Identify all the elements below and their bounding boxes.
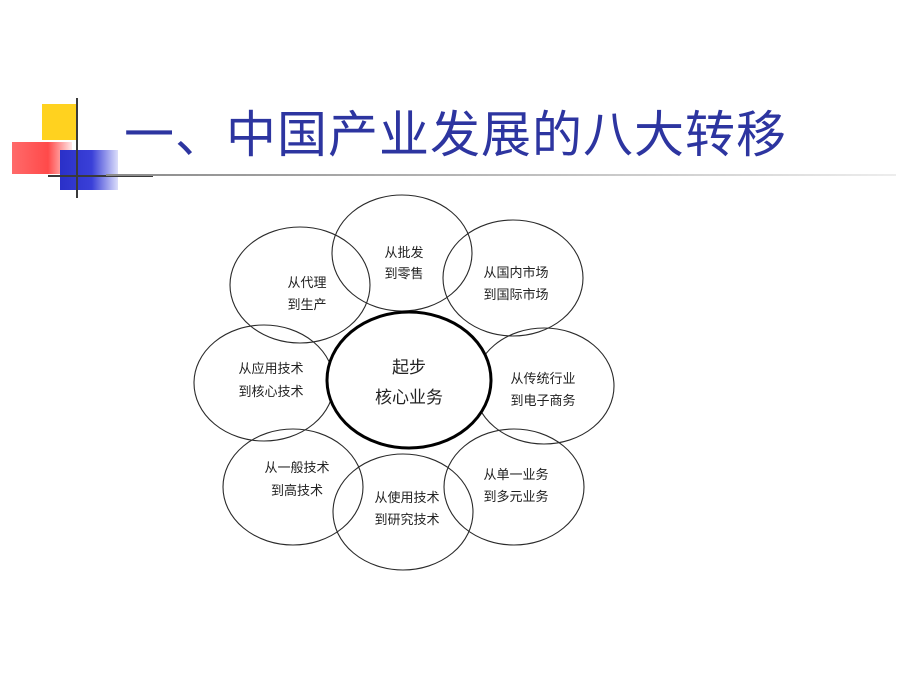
decor-vertical-line: [76, 98, 78, 198]
petal-line1-applied-to-core: 从应用技术: [238, 361, 303, 377]
petal-line1-general-to-high: 从一般技术: [264, 460, 329, 476]
petal-line1-wholesale-to-retail: 从批发: [384, 245, 423, 261]
petal-line2-single-to-multi: 到多元业务: [483, 489, 548, 505]
petal-line1-traditional-to-ecommerce: 从传统行业: [510, 372, 575, 387]
title-underline: [106, 174, 896, 176]
page-title: 一、中国产业发展的八大转移: [124, 106, 787, 164]
petal-line1-single-to-multi: 从单一业务: [483, 467, 548, 483]
petal-circle-use-to-research: [332, 453, 474, 571]
center-line1: 起步: [392, 358, 426, 378]
petal-line2-domestic-to-international: 到国际市场: [483, 287, 548, 303]
petal-line2-use-to-research: 到研究技术: [374, 513, 439, 528]
petal-line1-domestic-to-international: 从国内市场: [483, 265, 548, 281]
petal-line2-agency-to-production: 到生产: [287, 298, 326, 313]
decor-yellow-square: [42, 104, 76, 140]
petal-circle-agency-to-production: [229, 226, 371, 344]
petal-line1-agency-to-production: 从代理: [287, 276, 326, 291]
petal-line2-applied-to-core: 到核心技术: [238, 385, 303, 400]
decor-horizontal-line: [48, 175, 153, 177]
petal-line2-wholesale-to-retail: 到零售: [384, 266, 423, 282]
center-line2: 核心业务: [375, 388, 443, 408]
center-circle: [325, 310, 493, 450]
petal-line2-traditional-to-ecommerce: 到电子商务: [510, 393, 575, 409]
decor-blue-square: [60, 150, 118, 190]
petal-circle-general-to-high: [222, 428, 364, 546]
petal-line2-general-to-high: 到高技术: [271, 483, 323, 499]
petal-circle-domestic-to-international: [442, 219, 584, 337]
petal-circle-single-to-multi: [443, 428, 585, 546]
petal-line1-use-to-research: 从使用技术: [374, 490, 439, 506]
